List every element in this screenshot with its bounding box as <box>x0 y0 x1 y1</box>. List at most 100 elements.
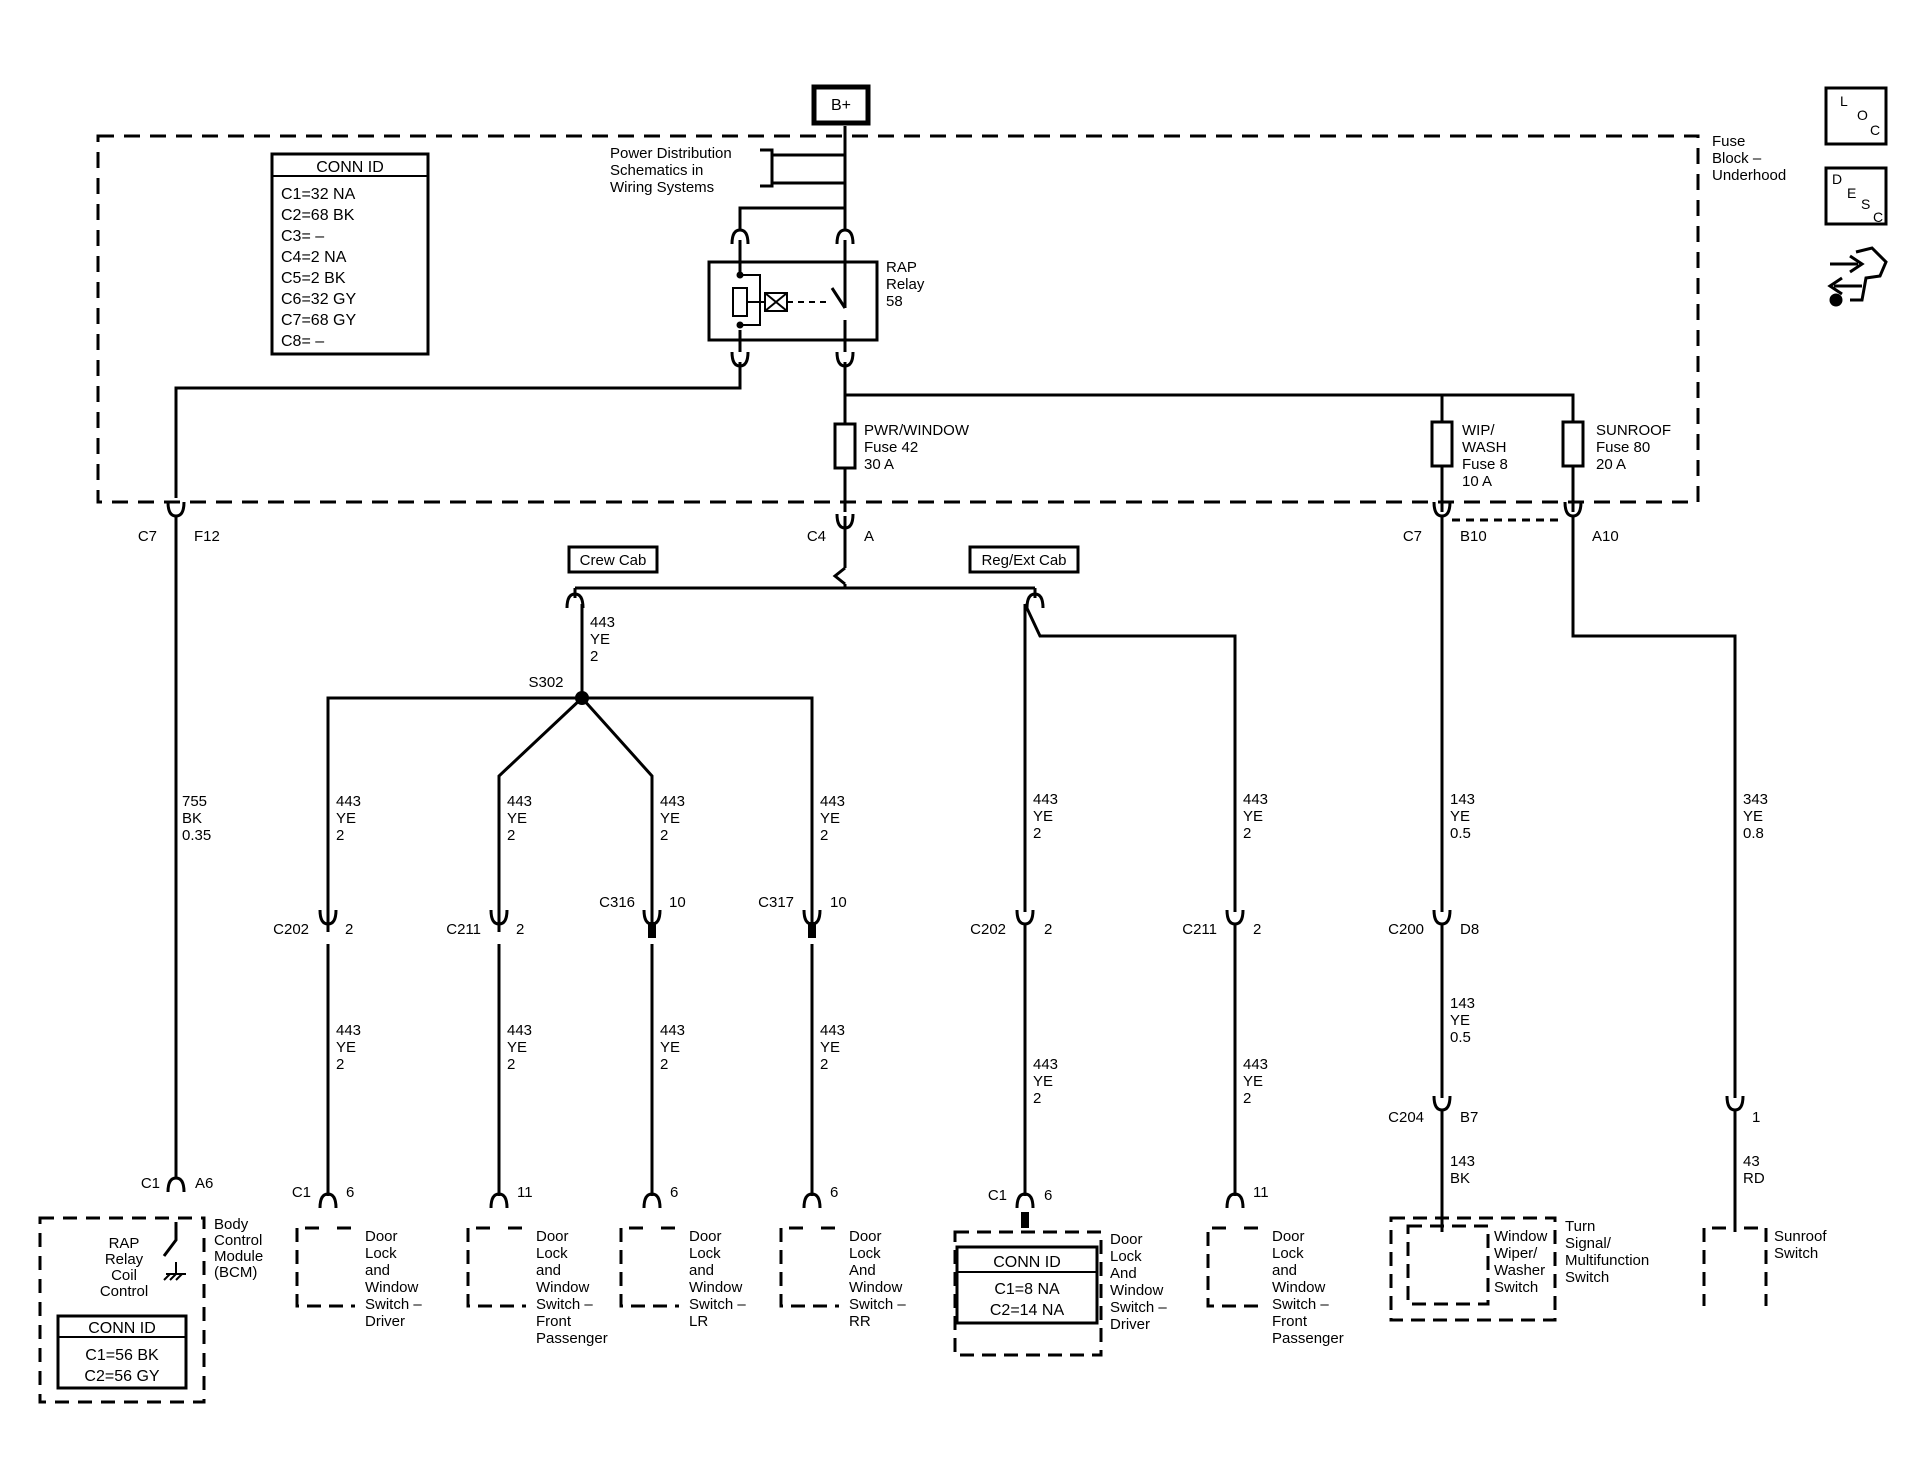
dl-driver-label-line-5: Driver <box>365 1313 405 1330</box>
dl-rr-label-line-2: And <box>849 1262 876 1279</box>
conn-rr-pin: 6 <box>830 1184 838 1201</box>
dl-driver2-label-line-5: Driver <box>1110 1316 1150 1333</box>
wire-layer <box>174 126 1737 1232</box>
conn-driver-left-pin: 6 <box>346 1184 354 1201</box>
bcm-inner-label-line-3: Control <box>100 1283 148 1300</box>
splice-s302-node <box>575 691 589 705</box>
conn-sunroof-pin: 1 <box>1752 1109 1760 1126</box>
conn-c7-b10-name: C7 <box>1403 528 1422 545</box>
splice-s302-label: S302 <box>528 674 563 691</box>
terminal-8 <box>565 592 585 609</box>
dl-driver2-label-line-4: Switch – <box>1110 1299 1167 1316</box>
bcm-switch-blade <box>162 1222 178 1257</box>
dl-fp-label-line-2: and <box>536 1262 561 1279</box>
terminal-0 <box>730 228 750 245</box>
wire-c6-label-line-2: 2 <box>1243 825 1251 842</box>
relay-coil-resistor <box>732 287 748 317</box>
wire-c3-label-line-2: 2 <box>660 827 668 844</box>
desc-icon-D: D <box>1832 171 1842 187</box>
dl-rr-outline <box>779 1226 839 1308</box>
wire-d4-label-line-0: 443 <box>820 1022 845 1039</box>
relay-label-line-2: 58 <box>886 293 903 310</box>
dl-driver2-label-line-3: Window <box>1110 1282 1164 1299</box>
conn-c316-name: C316 <box>599 894 635 911</box>
wire-c4-label-line-1: YE <box>820 810 840 827</box>
wire-wip-lower-label-line-0: 143 <box>1450 1153 1475 1170</box>
wire-d3-label-line-2: 2 <box>660 1056 668 1073</box>
dl-fp2-label-line-1: Lock <box>1272 1245 1304 1262</box>
dl-driver2-conn-rows-line-0: C1=8 NA <box>994 1281 1060 1298</box>
nav-hand-outline <box>1850 246 1888 302</box>
conn-driver-left-name: C1 <box>292 1184 311 1201</box>
conn-c317-pin: 10 <box>830 894 847 911</box>
terminal-10 <box>318 909 338 926</box>
sunroof-wire-upper <box>1571 516 1737 1098</box>
option-split-wire <box>575 584 1035 590</box>
wire-c2-label-line-1: YE <box>507 810 527 827</box>
conn-fp-right-pin: 11 <box>1253 1184 1269 1201</box>
fuse-block-outline <box>96 134 1700 504</box>
reg-cab-passenger-wire <box>1023 603 1237 912</box>
wire-c2-label-line-0: 443 <box>507 793 532 810</box>
wire-d2-label-line-1: YE <box>507 1039 527 1056</box>
fuse-block-conn-rows-line-5: C6=32 GY <box>281 291 356 308</box>
wire-c1-label-line-1: YE <box>336 810 356 827</box>
relay-coil-wiring <box>740 274 765 326</box>
bcm-outline <box>38 1216 206 1404</box>
wire-c4-label-line-2: 2 <box>820 827 828 844</box>
wire-d6-label-line-1: YE <box>1243 1073 1263 1090</box>
turn-signal-label-line-3: Switch <box>1565 1269 1609 1286</box>
terminal-layer <box>166 228 1745 1228</box>
dl-fp-label-line-6: Passenger <box>536 1330 608 1347</box>
sunroof-switch-label-line-1: Switch <box>1774 1245 1818 1262</box>
turn-signal-label-line-1: Signal/ <box>1565 1235 1612 1252</box>
wire-c2-label-line-2: 2 <box>507 827 515 844</box>
dl-fp2-label-line-6: Passenger <box>1272 1330 1344 1347</box>
conn-c211-right-pin: 2 <box>1253 921 1261 938</box>
pin-block-0 <box>648 922 656 938</box>
desc-icon-E: E <box>1847 185 1856 201</box>
bcm-label-line-1: Control <box>214 1232 262 1249</box>
terminal-4 <box>166 501 186 518</box>
terminal-1 <box>835 228 855 245</box>
wire-c6-label-line-0: 443 <box>1243 791 1268 808</box>
dl-driver-label-line-4: Switch – <box>365 1296 422 1313</box>
dl-lr-outline <box>619 1226 679 1308</box>
dl-rr-label-line-0: Door <box>849 1228 882 1245</box>
reg-cab-tag: Reg/Ext Cab <box>981 552 1066 569</box>
conn-c204-name: C204 <box>1388 1109 1424 1126</box>
conn-c7-b10-pin: B10 <box>1460 528 1487 545</box>
dl-fp2-label-line-2: and <box>1272 1262 1297 1279</box>
wire-main-label-line-0: 443 <box>590 614 615 631</box>
bcm-conn-table <box>56 1314 188 1390</box>
dl-driver-outline <box>295 1226 355 1308</box>
fuse-block-label-line-0: Fuse <box>1712 133 1745 150</box>
conn-c7-f12-pin: F12 <box>194 528 220 545</box>
loc-icon-C: C <box>1870 122 1880 138</box>
wire-d1-label-line-0: 443 <box>336 1022 361 1039</box>
wire-sunroof-lower-label-line-0: 43 <box>1743 1153 1760 1170</box>
relay-node-lower <box>736 321 744 329</box>
desc-icon-C: C <box>1873 209 1883 225</box>
conn-c202-right-pin: 2 <box>1044 921 1052 938</box>
fuse-block-conn-rows-line-6: C7=68 GY <box>281 312 356 329</box>
bcm-inner-label-line-0: RAP <box>109 1235 140 1252</box>
conn-c200-name: C200 <box>1388 921 1424 938</box>
loc-icon-O: O <box>1857 107 1868 123</box>
dl-driver2-conn-title: CONN ID <box>993 1254 1061 1271</box>
wire-d3-label-line-1: YE <box>660 1039 680 1056</box>
dl-fp-label-line-1: Lock <box>536 1245 568 1262</box>
relay-node-upper <box>736 271 744 279</box>
navigation-arrows-icon[interactable] <box>1827 246 1888 307</box>
dl-fp-label-line-4: Switch – <box>536 1296 593 1313</box>
desc-icon-S: S <box>1861 196 1870 212</box>
terminal-16 <box>1432 909 1452 926</box>
wiper-switch-label-line-0: Window <box>1494 1228 1548 1245</box>
terminal-3 <box>835 351 855 368</box>
sunroof-fuse-label-line-0: SUNROOF <box>1596 422 1671 439</box>
bcm-conn-title: CONN ID <box>88 1320 156 1337</box>
conn-c202-left-name: C202 <box>273 921 309 938</box>
relay-coil-cross <box>764 292 788 312</box>
crew-cab-tag-box <box>567 545 659 574</box>
